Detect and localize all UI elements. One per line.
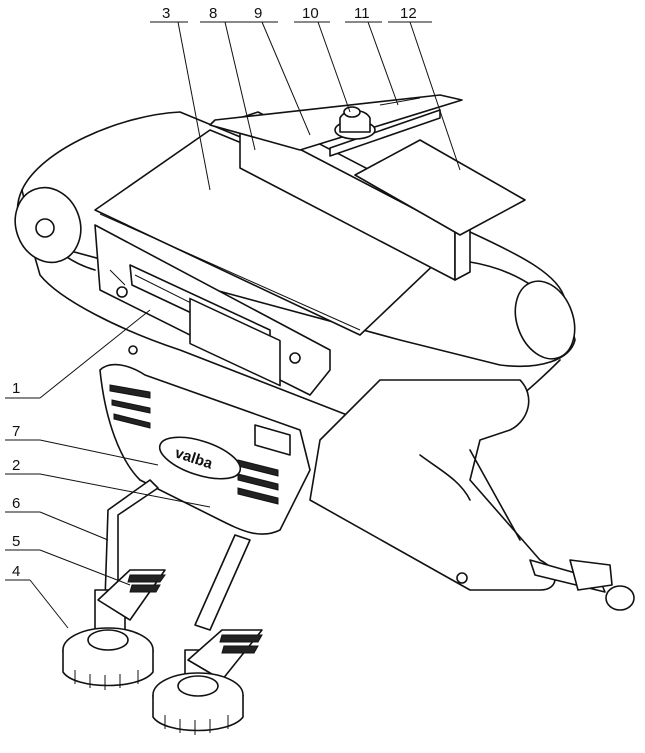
- label-8: 8: [209, 5, 217, 22]
- side-frame: [94, 224, 331, 396]
- label-6: 6: [12, 495, 20, 512]
- fence-guide-bar: [209, 94, 463, 157]
- leader-lines: [5, 21, 461, 629]
- support-plate: [354, 139, 526, 236]
- label-2: 2: [12, 457, 20, 474]
- label-10: 10: [302, 5, 319, 22]
- label-4: 4: [12, 563, 20, 580]
- callout-labels: 3 8 9 10 11 12 1 7 2 6 5 4: [12, 5, 417, 580]
- label-9: 9: [254, 5, 262, 22]
- motor-housing: valba: [99, 363, 635, 611]
- right-clamp-leg: [152, 534, 263, 735]
- label-12: 12: [400, 5, 417, 22]
- label-5: 5: [12, 533, 20, 550]
- label-3: 3: [162, 5, 170, 22]
- locking-knob: [334, 106, 376, 140]
- label-1: 1: [12, 380, 20, 397]
- left-clamp-leg: [62, 479, 166, 690]
- label-7: 7: [12, 423, 20, 440]
- label-11: 11: [354, 5, 370, 22]
